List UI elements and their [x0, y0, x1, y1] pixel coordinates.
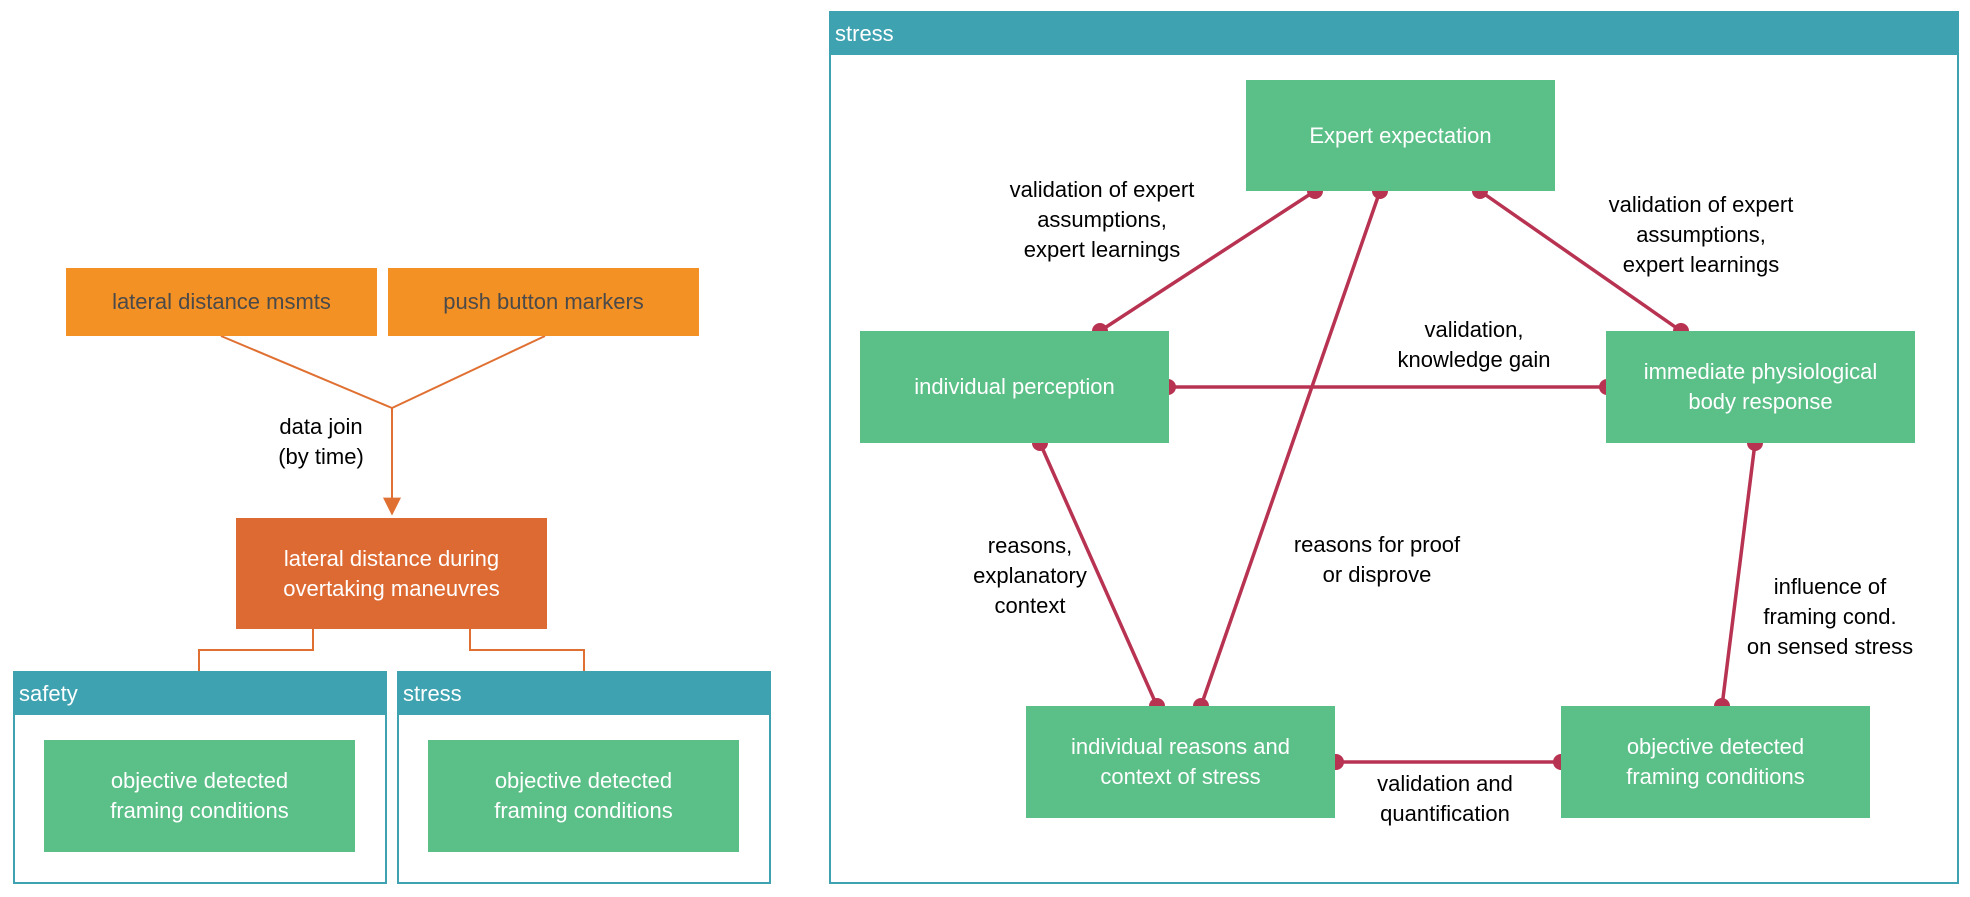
stress-panel-large-title: stress	[831, 13, 1957, 55]
node-objective-framing: objective detected framing conditions	[1561, 706, 1870, 818]
join-line-2	[391, 335, 546, 409]
node-expert-expectation: Expert expectation	[1246, 80, 1555, 191]
merged-lateral-distance-box: lateral distance during overtaking maneu…	[236, 518, 547, 629]
join-line-1	[220, 335, 393, 409]
node-individual-reasons: individual reasons and context of stress	[1026, 706, 1335, 818]
node-physiological-response: immediate physiological body response	[1606, 331, 1915, 443]
safety-framing-box: objective detected framing conditions	[44, 740, 355, 852]
source-lateral-distance-box: lateral distance msmts	[66, 268, 377, 336]
edge-perception-reasons	[1038, 442, 1159, 707]
label-reasons-framing: validation and quantification	[1377, 771, 1513, 826]
stress-panel-large: stress	[829, 11, 1959, 884]
stress-framing-box-small: objective detected framing conditions	[428, 740, 739, 852]
label-physio-framing: influence of framing cond. on sensed str…	[1746, 574, 1914, 659]
edge-expert-perception	[1099, 189, 1316, 333]
label-expert-reasons: reasons for proof or disprove	[1293, 532, 1461, 587]
edge-expert-reasons	[1199, 190, 1382, 707]
label-expert-perception: validation of expert assumptions, expert…	[1009, 177, 1195, 262]
source-push-button-box: push button markers	[388, 268, 699, 336]
label-expert-physio: validation of expert assumptions, expert…	[1608, 192, 1794, 277]
node-individual-perception: individual perception	[860, 331, 1169, 443]
edge-expert-physio	[1478, 189, 1683, 333]
data-join-label: data join (by time)	[278, 414, 364, 469]
label-perception-reasons: reasons, explanatory context	[973, 533, 1087, 618]
edge-physio-framing	[1720, 442, 1757, 707]
right-edges	[1038, 189, 1757, 764]
safety-panel-title: safety	[15, 673, 385, 715]
label-perception-physio: validation, knowledge gain	[1397, 317, 1551, 372]
stress-panel-small-title: stress	[399, 673, 769, 715]
